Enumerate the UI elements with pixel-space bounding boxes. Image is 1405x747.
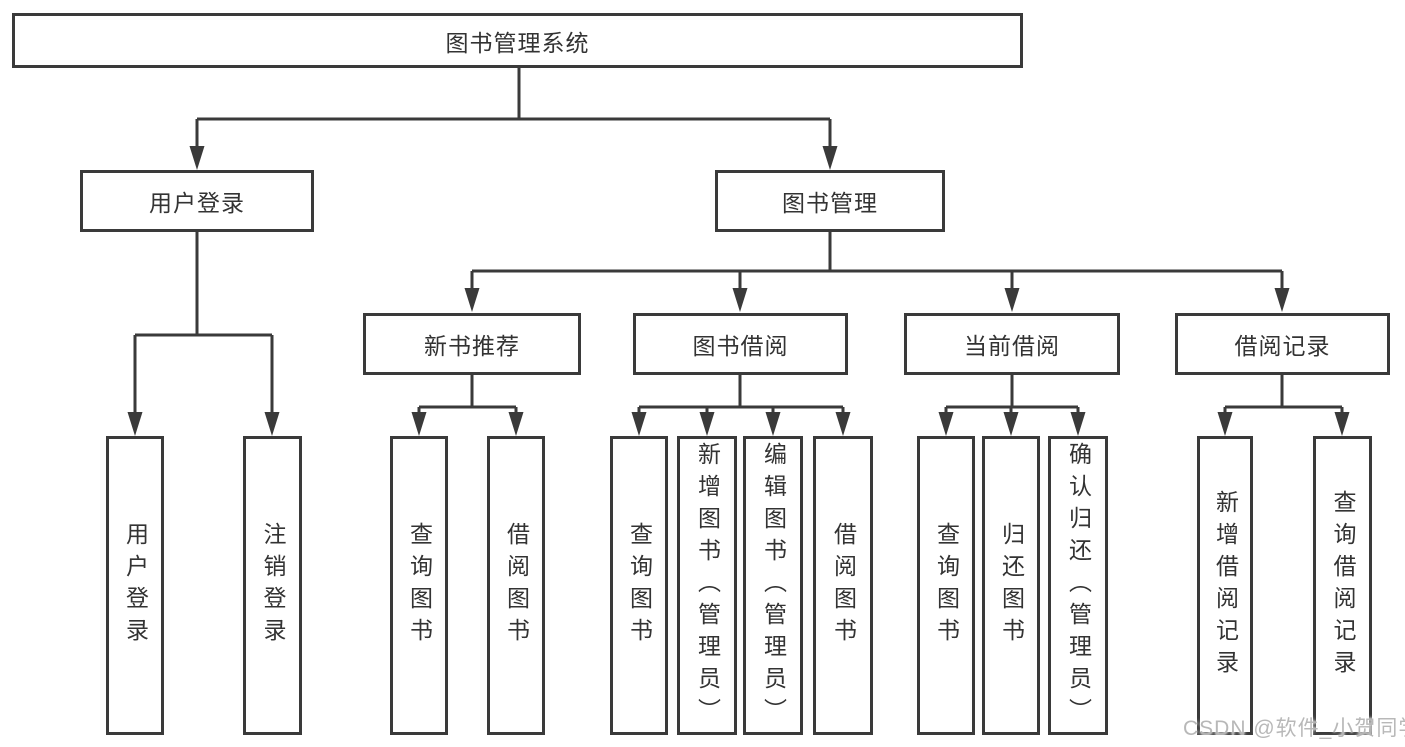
leaf-label: 用户登录 [122, 521, 149, 650]
node-label: 当前借阅 [964, 333, 1060, 359]
node-label: 图书管理 [782, 190, 878, 216]
leaf-user-login: 用户登录 [106, 436, 164, 735]
leaf-borrow-books-recommend: 借阅图书 [487, 436, 545, 735]
leaf-query-books-recommend: 查询图书 [390, 436, 448, 735]
leaf-label: 新增借阅记录 [1212, 489, 1239, 682]
leaf-query-books-current: 查询图书 [917, 436, 975, 735]
leaf-logout: 注销登录 [243, 436, 302, 735]
node-label: 图书管理系统 [445, 29, 590, 56]
node-new-book-recommend: 新书推荐 [363, 313, 581, 375]
node-book-borrow: 图书借阅 [633, 313, 848, 375]
node-current-borrow: 当前借阅 [904, 313, 1120, 375]
leaf-label: 归还图书 [998, 521, 1025, 650]
node-label: 借阅记录 [1234, 333, 1331, 359]
leaf-label: 新增图书（管理员） [694, 441, 721, 730]
node-user-login: 用户登录 [80, 170, 314, 232]
node-label: 图书借阅 [692, 333, 789, 359]
leaf-label: 查询借阅记录 [1330, 489, 1356, 682]
leaf-borrow-books: 借阅图书 [813, 436, 873, 735]
leaf-add-borrow-record: 新增借阅记录 [1197, 436, 1253, 735]
leaf-edit-book-admin: 编辑图书（管理员） [743, 436, 803, 735]
leaf-confirm-return-admin: 确认归还（管理员） [1048, 436, 1108, 735]
leaf-label: 编辑图书（管理员） [760, 441, 787, 730]
node-book-management: 图书管理 [715, 170, 945, 232]
leaf-label: 确认归还（管理员） [1065, 441, 1092, 730]
node-library-management-system: 图书管理系统 [12, 13, 1023, 68]
leaf-query-books-borrow: 查询图书 [610, 436, 668, 735]
leaf-query-borrow-record: 查询借阅记录 [1313, 436, 1372, 735]
leaf-label: 查询图书 [933, 521, 960, 650]
leaf-label: 注销登录 [260, 521, 286, 650]
csdn-watermark: CSDN @软件_小贺同学 [1183, 717, 1405, 740]
leaf-return-book: 归还图书 [982, 436, 1040, 735]
leaf-label: 查询图书 [626, 521, 653, 650]
leaf-add-book-admin: 新增图书（管理员） [677, 436, 737, 735]
node-label: 新书推荐 [424, 333, 520, 359]
leaf-label: 查询图书 [406, 521, 433, 650]
leaf-label: 借阅图书 [503, 521, 530, 650]
leaf-label: 借阅图书 [830, 521, 857, 650]
node-borrow-records: 借阅记录 [1175, 313, 1390, 375]
node-label: 用户登录 [149, 190, 245, 216]
